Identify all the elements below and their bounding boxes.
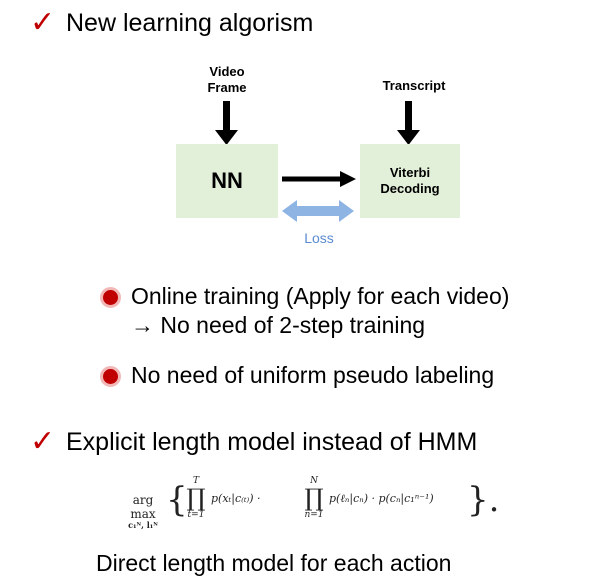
nn-to-viterbi-arrow: [282, 171, 356, 187]
video-frame-arrow: [215, 101, 238, 145]
viterbi-decoding-box: Viterbi Decoding: [360, 144, 460, 218]
bullet-online-training: Online training (Apply for each video): [131, 283, 510, 309]
check-mark-icon: ✓: [30, 5, 56, 40]
bullet-icon: [100, 366, 121, 387]
product-over-frames: T ∏ t=1: [186, 476, 206, 520]
frame-likelihood-term: p(xₜ|c₍ₜ₎) ·: [211, 492, 261, 505]
bullet-icon: [100, 287, 121, 308]
transcript-arrow: [397, 101, 420, 145]
section-title-length-model: Explicit length model instead of HMM: [66, 428, 478, 456]
bullet-no-pseudo-labeling: No need of uniform pseudo labeling: [131, 362, 495, 388]
loss-double-arrow: [282, 200, 354, 222]
check-mark-icon: ✓: [30, 424, 56, 459]
video-frame-label: Video Frame: [207, 64, 247, 95]
section-title-learning-algorithm: New learning algorism: [66, 9, 314, 37]
bullet-online-training-consequence: → No need of 2-step training: [131, 312, 426, 338]
nn-label: NN: [211, 168, 243, 193]
loss-label: Loss: [304, 230, 334, 246]
right-brace: }.: [467, 480, 500, 520]
transcript-label: Transcript: [382, 78, 446, 93]
caption-direct-length-model: Direct length model for each action: [96, 550, 452, 576]
nn-box: NN: [176, 144, 278, 218]
viterbi-decoding-label: Viterbi Decoding: [380, 165, 440, 196]
objective-formula: arg max c₁ᴺ, l₁ᴺ { T ∏ t=1 p(xₜ|c₍ₜ₎) · …: [122, 476, 522, 536]
product-over-segments: N ∏ n=1: [304, 476, 324, 520]
length-and-context-term: p(ℓₙ|cₙ) · p(cₙ|c₁ⁿ⁻¹): [329, 492, 434, 505]
argmax-operator: arg max c₁ᴺ, l₁ᴺ: [128, 493, 158, 530]
left-brace: {: [166, 480, 188, 520]
